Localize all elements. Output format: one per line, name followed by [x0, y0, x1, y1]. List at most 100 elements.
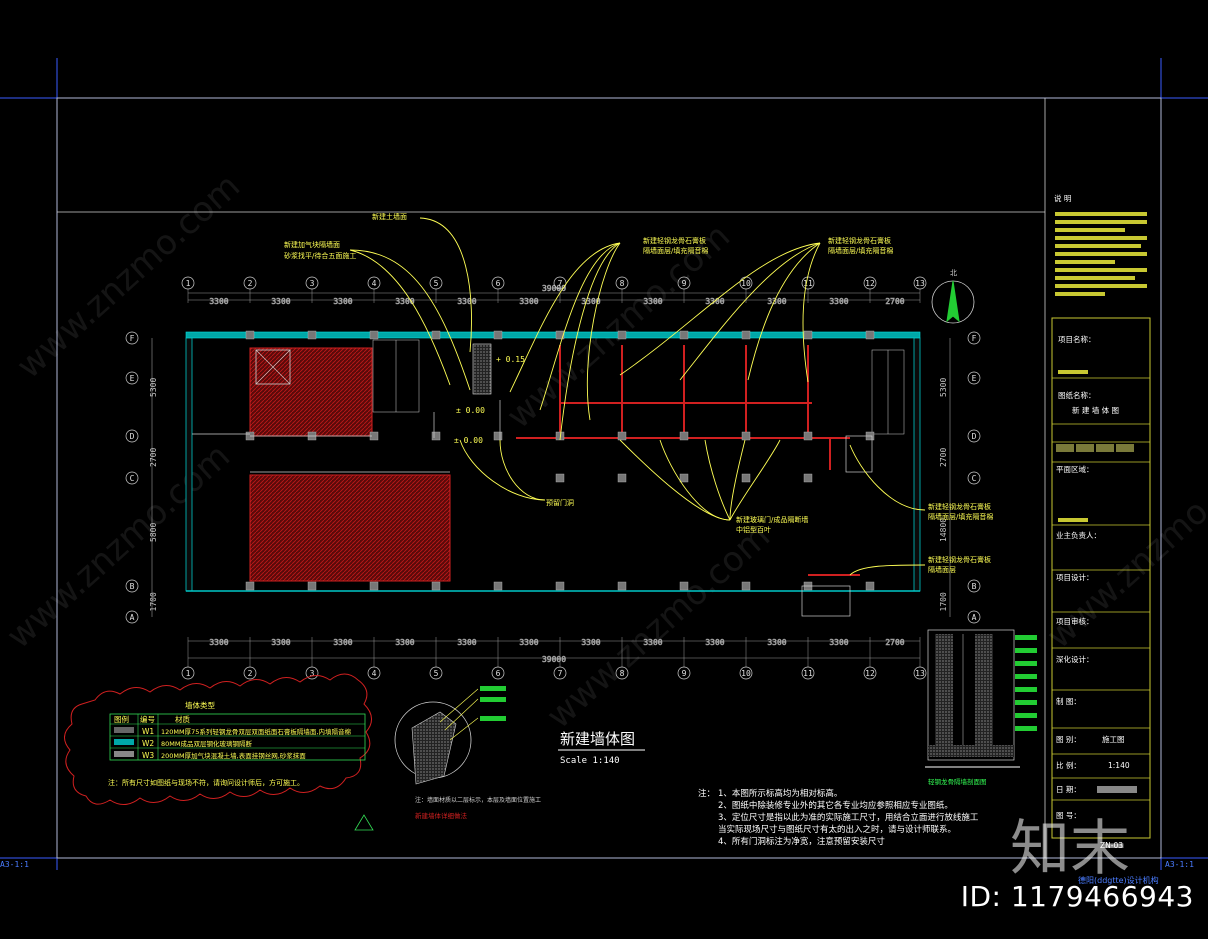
axis-bubble-right-F [967, 331, 981, 345]
column-25 [369, 581, 379, 591]
axis-label-right-E: E [972, 374, 977, 383]
dim-right-3: 14800 [939, 518, 948, 542]
axis-label-top-2: 2 [248, 279, 253, 288]
floor-plan [185, 330, 921, 617]
image-id-label: ID: 1179466943 [960, 880, 1194, 913]
axis-label-top-9: 9 [682, 279, 687, 288]
tb-drawer-label: 制 图： [1056, 696, 1081, 706]
axis-bubble-right-A [967, 610, 981, 624]
tb-scale-label: 比 例： [1056, 760, 1081, 770]
axis-bubble-left-E [125, 371, 139, 385]
annotation-gypsum-2: 新建轻钢龙骨石膏板 [828, 236, 891, 245]
inner-frame [56, 97, 1162, 859]
axis-label-top-6: 6 [496, 279, 501, 288]
west-exterior-wall [185, 337, 193, 592]
dim-total-bottom: 39000 [542, 655, 566, 664]
axis-label-top-4: 4 [372, 279, 377, 288]
axis-label-right-A: A [972, 613, 977, 622]
column-23 [245, 581, 255, 591]
axis-label-top-11: 11 [803, 279, 813, 288]
tb-drawing-type-value: 施工图 [1102, 734, 1125, 744]
column-18 [741, 431, 751, 441]
annotation-gypsum-4b: 隔墙面层 [928, 565, 956, 574]
axis-bubble-bottom-4 [367, 666, 381, 680]
tb-drawing-name-value: 新 建 墙 体 图 [1072, 405, 1119, 415]
dim-top-3: 3300 [333, 297, 352, 306]
design-firm-label: 德阳(ddgtte)设计机构 [1078, 876, 1159, 885]
tb-manager-label: 项目审核： [1056, 616, 1094, 626]
axis-label-bottom-3: 3 [310, 669, 315, 678]
drawing-title-block: 新建墙体图 Scale 1:140 [558, 730, 645, 766]
legend-header: 墙体类型 [185, 700, 215, 710]
axis-label-top-12: 12 [865, 279, 875, 288]
annotations: 新建土墙面 新建加气块隔墙面 砂浆找平/待合五面施工 新建轻钢龙骨石膏板 隔墙面… [284, 212, 993, 574]
wall-section-drawing: 轻钢龙骨隔墙剖面图 [925, 629, 1037, 786]
column-27 [493, 581, 503, 591]
column-17 [741, 330, 751, 340]
axis-bubble-bottom-1 [181, 666, 195, 680]
dim-bottom-6: 3300 [519, 638, 538, 647]
column-14 [617, 431, 627, 441]
column-36 [679, 473, 689, 483]
column-5 [369, 330, 379, 340]
dim-left-3: 5800 [149, 523, 158, 542]
tb-scale-value: 1:140 [1108, 761, 1130, 770]
north-arrow: 北 [931, 269, 975, 324]
dim-left-4: 1700 [149, 592, 158, 611]
dim-bottom-12: 2700 [885, 638, 904, 647]
dim-right-1: 5300 [939, 378, 948, 397]
tb-drawing-type-label: 图 别： [1056, 735, 1081, 744]
axis-label-right-D: D [972, 432, 977, 441]
axis-bubble-bottom-6 [491, 666, 505, 680]
revision-triangle [354, 814, 374, 831]
axis-label-left-A: A [130, 613, 135, 622]
axis-label-left-C: C [130, 474, 135, 483]
axis-bubble-top-1 [181, 276, 195, 290]
legend-material-w1: 120MM厚75系列轻钢龙骨双层双面纸面石膏板隔墙面,内填隔音棉 [161, 727, 351, 736]
legend-footnote: 注：所有尺寸如图纸与现场不符，请询问设计师后，方可施工。 [108, 778, 304, 787]
annotation-gypsum-4: 新建轻钢龙骨石膏板 [928, 555, 991, 564]
general-notes: 注： 1、本图所示标高均为相对标高。 2、图纸中除装修专业外的其它各专业均应参照… [698, 788, 979, 847]
axis-bubble-top-5 [429, 276, 443, 290]
note-line-5: 4、所有门洞标注为净宽，注意预留安装尺寸 [718, 836, 885, 847]
dim-top-5: 3300 [457, 297, 476, 306]
axis-label-top-1: 1 [186, 279, 191, 288]
axis-label-bottom-13: 13 [915, 669, 925, 678]
annotation-leaders [349, 217, 926, 576]
dim-top-7: 3300 [581, 297, 600, 306]
axis-bubble-top-6 [491, 276, 505, 290]
column-21 [865, 330, 875, 340]
axis-bubble-top-8 [615, 276, 629, 290]
axis-label-top-8: 8 [620, 279, 625, 288]
axis-label-top-13: 13 [915, 279, 925, 288]
dim-total-top: 39000 [542, 284, 566, 293]
hatched-room-south [249, 474, 451, 582]
axis-label-bottom-1: 1 [186, 669, 191, 678]
dim-top-12: 2700 [885, 297, 904, 306]
axis-label-right-F: F [972, 334, 977, 343]
hatched-room-north [249, 347, 373, 437]
legend-material-w2: 80MM成品双层钢化玻璃钢隔断 [161, 739, 252, 748]
axis-bubble-left-C [125, 471, 139, 485]
dim-left-1: 5300 [149, 378, 158, 397]
axis-bubble-bottom-12 [863, 666, 877, 680]
column-1 [245, 330, 255, 340]
dim-top-10: 3300 [767, 297, 786, 306]
axis-label-bottom-9: 9 [682, 669, 687, 678]
dim-bottom-9: 3300 [705, 638, 724, 647]
dim-bottom-1: 3300 [209, 638, 228, 647]
dim-bottom-4: 3300 [395, 638, 414, 647]
tb-plan-label: 平面区域： [1056, 464, 1094, 474]
annotation-gypsum-1b: 隔墙面层/填充隔音棉 [643, 246, 708, 255]
legend-material-w3: 200MM厚加气块混凝土墙,表面挂钢丝网,砂浆抹面 [161, 751, 306, 760]
axis-label-bottom-2: 2 [248, 669, 253, 678]
dim-top-8: 3300 [643, 297, 662, 306]
column-15 [679, 330, 689, 340]
axis-bubble-bottom-11 [801, 666, 815, 680]
axis-label-right-C: C [972, 474, 977, 483]
dim-bottom-2: 3300 [271, 638, 290, 647]
column-13 [617, 330, 627, 340]
